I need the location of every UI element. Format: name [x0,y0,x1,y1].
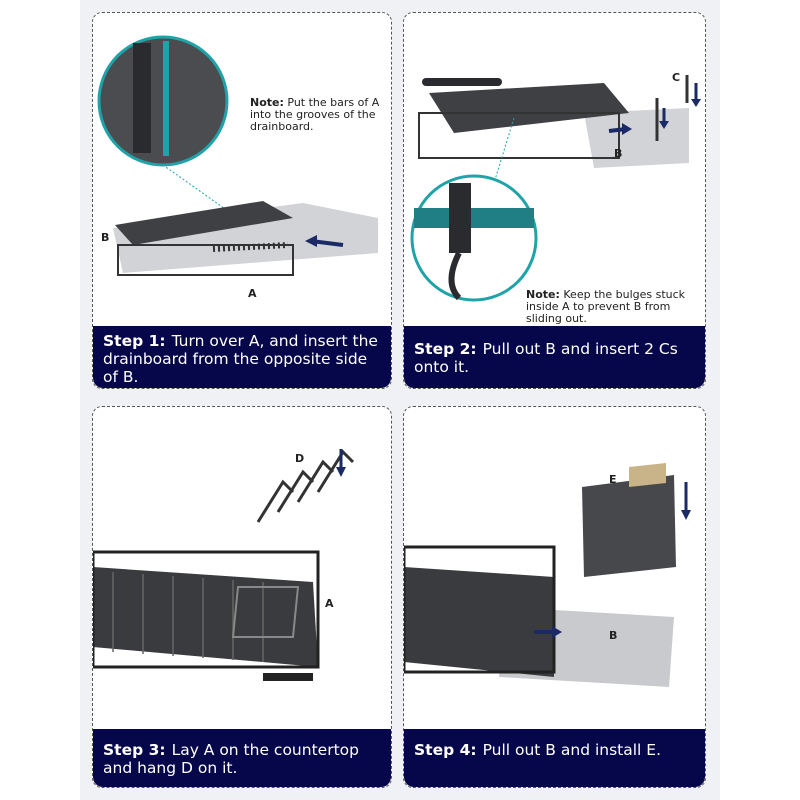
label-a: A [248,287,257,300]
step-2-caption: Step 2:Pull out B and insert 2 Cs onto i… [404,326,705,388]
label-b: B [614,147,622,160]
step-1-caption: Step 1:Turn over A, and insert the drain… [93,326,391,388]
label-a: A [325,597,334,610]
step-4-illustration: E B [404,463,691,687]
step-1-illustration: B A [97,35,378,300]
step-2-panel: B C Note: Keep the bulges stuck inside A… [403,12,706,389]
label-c: C [672,71,680,84]
step-3-illustration: D A [93,449,355,681]
label-e: E [609,473,617,486]
step-3-panel: D A Step 3:Lay A on the countertop and h… [92,406,392,788]
step-2-note: Note: Keep the bulges stuck inside A to … [526,288,686,325]
step-3-caption: Step 3:Lay A on the countertop and hang … [93,729,391,787]
step-1-panel: B A Note: Put the bars of A into the gro… [92,12,392,389]
step-4-caption: Step 4:Pull out B and install E. [404,729,705,787]
step-2-illustration: B C [410,71,701,302]
label-b: B [609,629,617,642]
step-1-note: Note: Put the bars of A into the grooves… [250,96,380,133]
label-b: B [101,231,109,244]
step-4-panel: E B Step 4:Pull out B and install E. [403,406,706,788]
label-d: D [295,452,304,465]
